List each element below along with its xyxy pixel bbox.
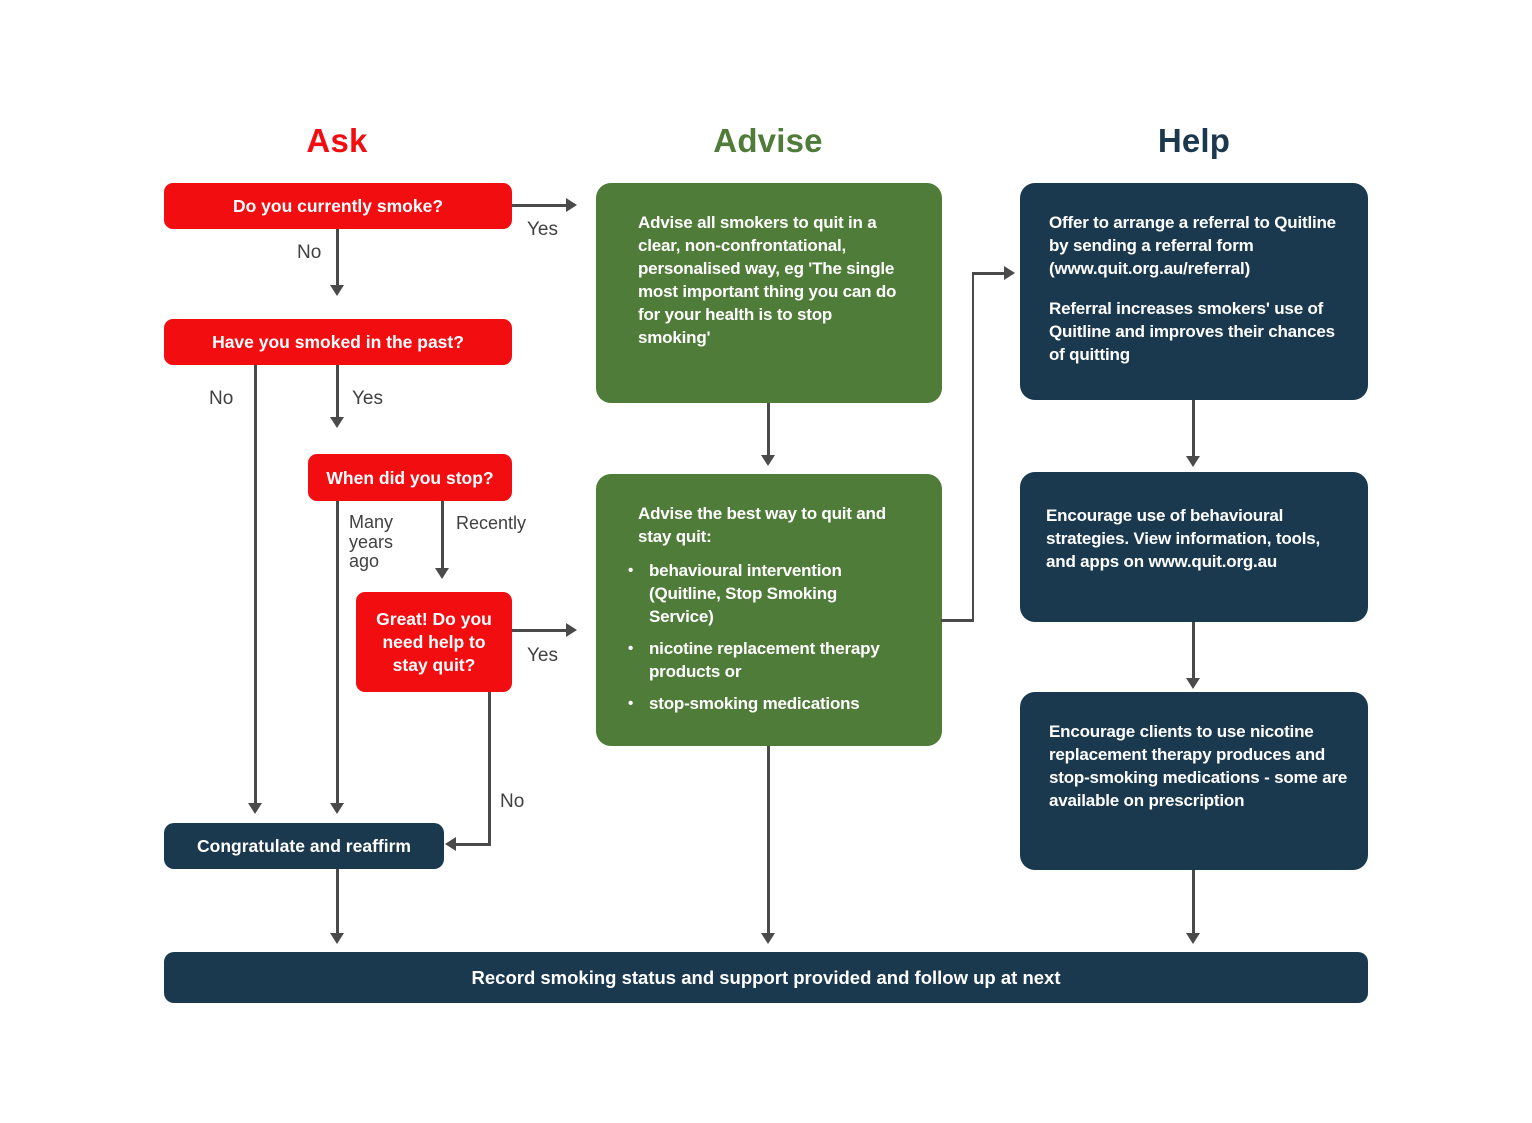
edge-q4-advise2-line <box>512 629 566 632</box>
node-advise-all-smokers: Advise all smokers to quit in a clear, n… <box>596 183 942 403</box>
footer-record-status-bar: Record smoking status and support provid… <box>164 952 1368 1003</box>
edge-help2-help3-arrowhead <box>1186 678 1200 689</box>
advise-box2-intro: Advise the best way to quit and stay qui… <box>638 504 886 546</box>
edge-congratulate-footer-line <box>336 869 339 933</box>
column-title-ask: Ask <box>306 122 368 159</box>
edge-advise2-help1-hline-top <box>972 272 1004 275</box>
edge-advise2-help1-arrowhead <box>1004 266 1015 280</box>
edge-advise1-advise2-arrowhead <box>761 455 775 466</box>
edge-q4-congratulate-hline <box>456 843 491 846</box>
edge-q2-q3-line <box>336 365 339 417</box>
column-title-advise: Advise <box>713 122 823 159</box>
advise-bullet-behavioural: behavioural intervention (Quitline, Stop… <box>626 559 904 628</box>
help-box2-text: Encourage use of behavioural strategies.… <box>1046 506 1320 571</box>
edge-q4-congratulate-arrowhead <box>445 837 456 851</box>
edge-help2-help3-line <box>1192 622 1195 678</box>
edge-label-yes-q1: Yes <box>527 219 558 240</box>
edge-advise2-help1-vline <box>971 272 974 621</box>
edge-q3-congratulate-arrowhead <box>330 803 344 814</box>
edge-q3-q4-arrowhead <box>435 568 449 579</box>
edge-help3-footer-line <box>1192 870 1195 933</box>
edge-help3-footer-arrowhead <box>1186 933 1200 944</box>
edge-label-many-years-ago: Many years ago <box>349 512 394 571</box>
edge-advise2-help1-hline-bottom <box>941 619 974 622</box>
edge-label-yes-q2: Yes <box>352 388 383 409</box>
help-box3-text: Encourage clients to use nicotine replac… <box>1049 722 1348 810</box>
edge-q1-advise1-line <box>512 204 566 207</box>
edge-q4-congratulate-vline <box>488 692 491 845</box>
edge-label-no-q1: No <box>297 242 322 263</box>
edge-q2-q3-arrowhead <box>330 417 344 428</box>
help-box1-paragraph2: Referral increases smokers' use of Quitl… <box>1049 299 1335 364</box>
edge-advise2-footer-arrowhead <box>761 933 775 944</box>
node-need-help-stay-quit: Great! Do you need help to stay quit? <box>356 592 512 692</box>
advise-bullet-nrt: nicotine replacement therapy products or <box>626 637 904 683</box>
node-when-did-you-stop: When did you stop? <box>308 454 512 501</box>
help-box1-paragraph1: Offer to arrange a referral to Quitline … <box>1049 213 1336 278</box>
edge-label-yes-q4: Yes <box>527 645 558 666</box>
node-congratulate-reaffirm: Congratulate and reaffirm <box>164 823 444 869</box>
edge-q1-q2-line <box>336 229 339 285</box>
node-encourage-nrt: Encourage clients to use nicotine replac… <box>1020 692 1368 870</box>
edge-q1-advise1-arrowhead <box>566 198 577 212</box>
edge-label-recently: Recently <box>456 513 527 533</box>
edge-q1-q2-arrowhead <box>330 285 344 296</box>
edge-q3-congratulate-line <box>336 501 339 803</box>
edge-q3-q4-line <box>441 501 444 568</box>
edge-help1-help2-line <box>1192 400 1195 456</box>
node-offer-referral: Offer to arrange a referral to Quitline … <box>1020 183 1368 400</box>
node-have-you-smoked-in-past: Have you smoked in the past? <box>164 319 512 365</box>
advise-bullet-medications: stop-smoking medications <box>626 692 904 715</box>
column-title-help: Help <box>1157 122 1231 159</box>
edge-advise1-advise2-line <box>767 403 770 455</box>
advise-box2-bullet-list: behavioural intervention (Quitline, Stop… <box>626 559 904 715</box>
advise-box1-text: Advise all smokers to quit in a clear, n… <box>638 213 897 347</box>
node-do-you-currently-smoke: Do you currently smoke? <box>164 183 512 229</box>
node-encourage-strategies: Encourage use of behavioural strategies.… <box>1020 472 1368 622</box>
edge-label-no-q2: No <box>209 388 234 409</box>
edge-advise2-footer-line <box>767 746 770 933</box>
node-advise-best-way: Advise the best way to quit and stay qui… <box>596 474 942 746</box>
edge-q2-congratulate-line <box>254 365 257 803</box>
edge-help1-help2-arrowhead <box>1186 456 1200 467</box>
edge-congratulate-footer-arrowhead <box>330 933 344 944</box>
edge-label-no-q4: No <box>500 791 525 812</box>
edge-q2-congratulate-arrowhead <box>248 803 262 814</box>
edge-q4-advise2-arrowhead <box>566 623 577 637</box>
